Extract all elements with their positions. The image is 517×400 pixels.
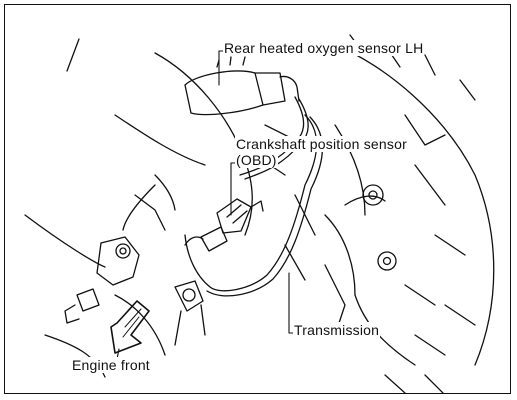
label-crankshaft-sensor-obd: (OBD): [235, 152, 278, 168]
label-crankshaft-sensor: Crankshaft position sensor: [235, 136, 408, 152]
label-transmission: Transmission: [293, 322, 381, 338]
transmission-housing: [254, 34, 495, 393]
diagram-frame: Rear heated oxygen sensor LH Crankshaft …: [4, 4, 511, 394]
label-engine-front: Engine front: [71, 357, 151, 373]
engine-front-arrow: [110, 300, 150, 354]
crankshaft-sensor-shape: [184, 198, 264, 252]
engine-lower-curve: [24, 214, 106, 268]
leader-lines: [116, 50, 296, 360]
engine-illustration: [24, 34, 495, 393]
scratch-line: [66, 38, 80, 72]
mount-brackets: [44, 174, 206, 378]
label-rear-oxygen-sensor: Rear heated oxygen sensor LH: [223, 40, 425, 56]
oxygen-sensor-shape: [184, 56, 300, 116]
